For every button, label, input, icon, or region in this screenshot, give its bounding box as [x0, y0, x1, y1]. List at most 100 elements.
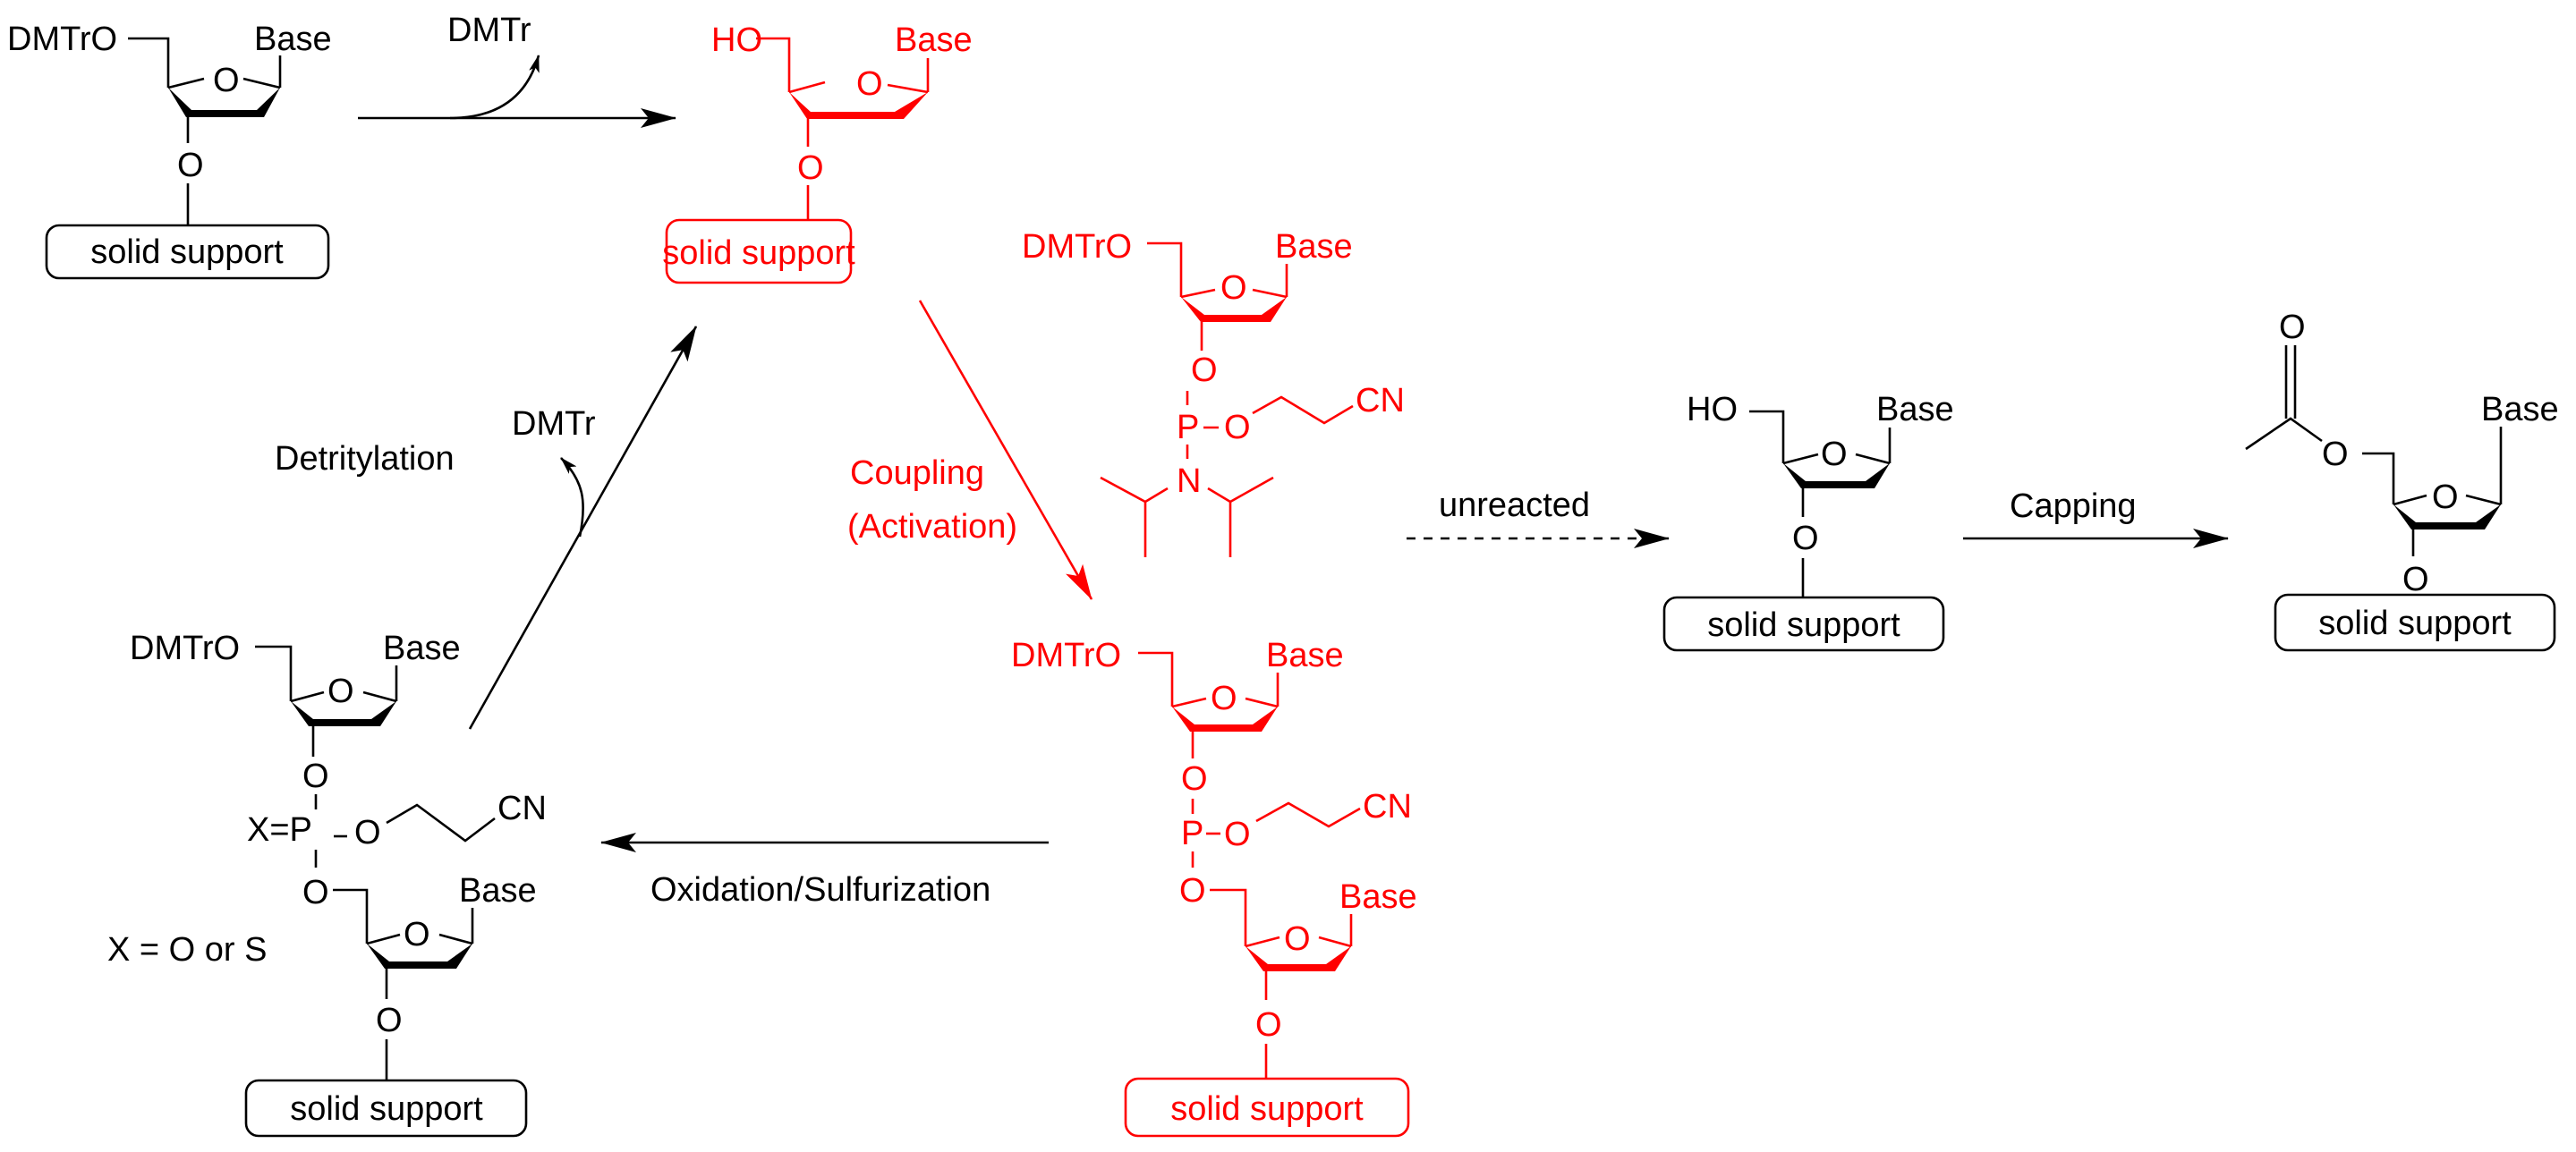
ring-wedge-bonds-lower: [367, 944, 472, 969]
capping-label: Capping: [2010, 487, 2137, 525]
ring-oxygen: O: [213, 62, 240, 99]
c3-oxygen: O: [797, 149, 824, 187]
detritylation-label: Detritylation: [275, 440, 455, 478]
solid-support-label: solid support: [1170, 1090, 1364, 1128]
ring-bonds-lower: [1245, 936, 1352, 948]
solid-support-box: [45, 224, 330, 280]
oxidation-label: Oxidation/Sulfurization: [650, 871, 990, 909]
detritylation-step: DMTr Detritylation: [275, 326, 698, 730]
ester-oxygen: O: [2322, 436, 2349, 473]
ring-oxygen: O: [1821, 436, 1848, 473]
base-label: Base: [2481, 391, 2559, 428]
phosphorus: P: [1177, 409, 1199, 446]
nitrogen: N: [1177, 462, 1201, 500]
cn-label: CN: [1356, 382, 1405, 419]
ring-oxygen: O: [856, 65, 883, 103]
ring-wedge-bonds: [168, 88, 280, 117]
ring-bonds-lower: [366, 933, 473, 945]
base-label: Base: [254, 21, 332, 58]
capped-nucleoside: O O Base O O solid support: [2245, 309, 2559, 652]
solid-support-label: solid support: [290, 1090, 483, 1128]
ho-label: HO: [1687, 391, 1738, 428]
c3-oxygen: O: [177, 147, 204, 184]
base-label: Base: [1876, 391, 1954, 428]
ring-wedge-bonds: [1181, 297, 1287, 322]
ring-bonds-upper: [290, 690, 397, 703]
base-label-upper: Base: [1266, 637, 1344, 674]
byproduct-dmtr-label: DMTr: [447, 12, 531, 49]
activation-label: (Activation): [847, 508, 1017, 546]
ring-oxygen-upper: O: [327, 673, 354, 710]
c5-bond-lower: [333, 888, 369, 944]
unreacted-step: unreacted: [1407, 487, 1670, 548]
ring-bonds: [1782, 453, 1891, 465]
solid-support-label: solid support: [2318, 605, 2512, 642]
start-nucleoside: DMTrO Base O O solid support: [7, 21, 332, 280]
ester-oxygen: O: [1224, 409, 1251, 446]
base-label-upper: Base: [383, 630, 461, 667]
c5-oxygen-lower: O: [302, 874, 329, 911]
phosphate-triester-dimer: DMTrO Base O O X=P O CN O Base O O solid…: [107, 630, 547, 1138]
ring-oxygen-lower: O: [1284, 920, 1311, 958]
ring-oxygen-lower: O: [404, 916, 430, 953]
ring-wedge-bonds-upper: [1172, 707, 1278, 732]
c3-oxygen: O: [302, 758, 329, 795]
unreacted-label: unreacted: [1439, 487, 1590, 524]
ring-oxygen: O: [2432, 479, 2459, 516]
oxidation-step: Oxidation/Sulfurization: [600, 833, 1049, 909]
coupling-arrow: [918, 300, 1093, 600]
c3-oxygen: O: [1792, 520, 1819, 557]
dmtro-label: DMTrO: [1022, 228, 1132, 266]
phosphite-triester-dimer: DMTrO Base O O P O CN O Base O O solid s…: [1011, 637, 1417, 1138]
cn-label: CN: [1363, 788, 1412, 826]
c5-bond-lower: [1210, 888, 1247, 946]
base-label-lower: Base: [459, 872, 537, 910]
detritylated-nucleoside: HO Base O O solid support: [662, 21, 973, 284]
ring-bonds-upper: [1171, 697, 1279, 708]
c5-bond: [128, 37, 170, 88]
solid-support-box: [244, 1079, 528, 1138]
ring-bonds: [2393, 494, 2502, 506]
ring-wedge-bonds: [2393, 504, 2501, 529]
cyanoethyl-chain: [1252, 395, 1354, 425]
ester-oxygen: O: [1224, 816, 1251, 853]
byproduct-dmtr-label: DMTr: [512, 405, 596, 443]
c5-bond: [756, 37, 791, 92]
acetyl-bonds: [2245, 417, 2323, 451]
ring-oxygen-upper: O: [1211, 680, 1237, 717]
ring-bonds: [788, 80, 929, 94]
c3-oxygen-lower: O: [376, 1002, 403, 1039]
phosphorus: P: [1181, 815, 1203, 852]
isopropyl-right: [1207, 476, 1274, 557]
c3-oxygen: O: [2402, 561, 2429, 598]
dmtro-label: DMTrO: [1011, 637, 1121, 674]
solid-support-box: [1662, 596, 1945, 652]
carbonyl-double-bond: [2284, 345, 2297, 419]
solid-support-box: [665, 218, 853, 284]
solid-support-box: [1124, 1077, 1410, 1138]
ring-wedge-bonds: [789, 92, 928, 119]
capping-step: Capping: [1963, 487, 2229, 548]
solid-support-label: solid support: [90, 233, 284, 271]
ester-oxygen: O: [354, 814, 381, 851]
cyanoethyl-chain: [386, 803, 496, 843]
c5-bond: [2362, 452, 2395, 504]
solid-support-label: solid support: [1707, 606, 1900, 644]
c5-bond-upper: [255, 645, 293, 701]
ring-wedge-bonds-lower: [1245, 946, 1351, 971]
c3-oxygen: O: [1181, 760, 1208, 798]
ring-bonds: [167, 77, 281, 89]
solid-support-box: [2274, 593, 2556, 652]
cyanoethyl-chain: [1255, 801, 1361, 828]
ring-wedge-bonds: [1783, 463, 1890, 488]
ring-oxygen: O: [1220, 269, 1247, 307]
cn-label: CN: [497, 790, 547, 827]
carbonyl-oxygen: O: [2279, 309, 2306, 346]
base-label-lower: Base: [1339, 878, 1417, 916]
dmtro-label: DMTrO: [7, 21, 117, 58]
byproduct-curved-arrow: [449, 55, 540, 120]
x-definition-label: X = O or S: [107, 931, 267, 969]
isopropyl-left: [1100, 476, 1169, 557]
unreacted-nucleoside: HO Base O O solid support: [1662, 391, 1954, 652]
